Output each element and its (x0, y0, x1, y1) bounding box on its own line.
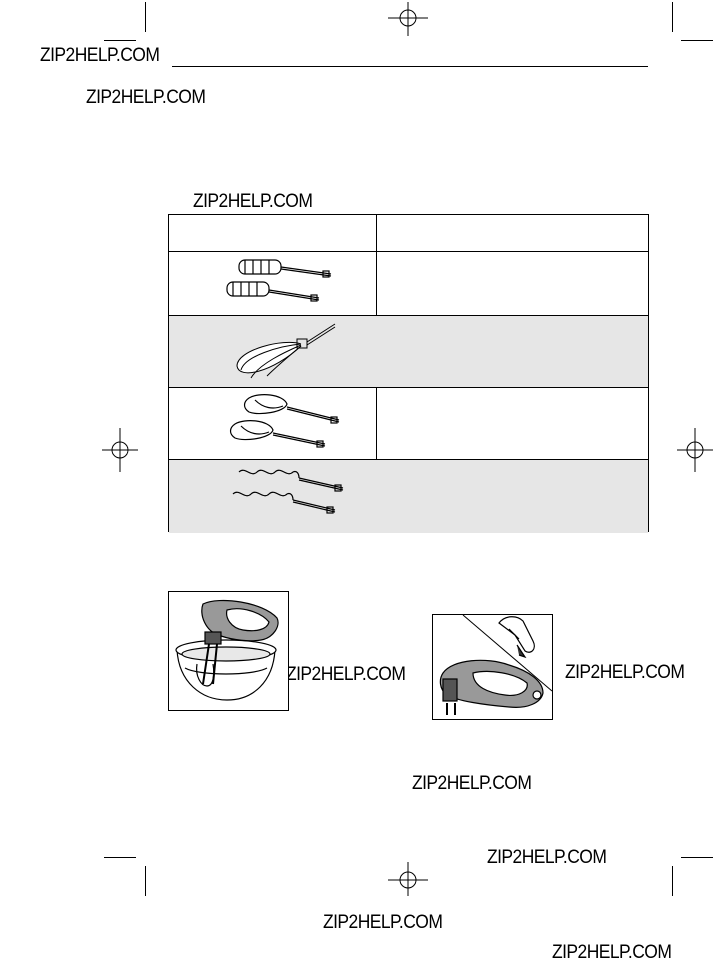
table-row (169, 387, 648, 459)
beaters-alt-icon (229, 394, 340, 448)
table-header-row (169, 215, 648, 251)
eject-beaters-drawing (439, 615, 552, 715)
attachments-table (168, 214, 649, 533)
crop-mark-top-right-h (681, 40, 713, 41)
eject-beaters-illustration (432, 614, 553, 720)
registration-mark-right (677, 428, 713, 472)
dough-hooks-icon (232, 469, 344, 514)
watermark: ZIP2HELP.COM (487, 847, 607, 868)
watermark: ZIP2HELP.COM (565, 662, 685, 683)
watermark: ZIP2HELP.COM (323, 912, 443, 933)
crop-mark-bottom-right-v (672, 866, 673, 896)
registration-mark-bottom (388, 862, 428, 896)
crop-mark-bottom-left-v (145, 866, 146, 896)
watermark: ZIP2HELP.COM (286, 664, 406, 685)
table-row (169, 251, 648, 315)
whisk-icon (236, 323, 336, 379)
crop-mark-top-right-v (672, 2, 673, 32)
registration-mark-left (102, 428, 138, 472)
mixer-bowl-drawing (175, 599, 279, 701)
mixer-over-bowl-illustration (168, 591, 289, 711)
registration-mark-top (388, 2, 428, 36)
beaters-icon (226, 259, 332, 302)
table-row (169, 459, 648, 533)
header-rule (172, 66, 648, 67)
watermark: ZIP2HELP.COM (412, 773, 532, 794)
crop-mark-bottom-left-h (104, 857, 136, 858)
watermark: ZIP2HELP.COM (40, 45, 160, 66)
watermark: ZIP2HELP.COM (552, 942, 672, 963)
crop-mark-bottom-right-h (681, 857, 713, 858)
table-row (169, 315, 648, 387)
watermark: ZIP2HELP.COM (86, 87, 206, 108)
crop-mark-top-left-v (145, 2, 146, 32)
crop-mark-top-left-h (104, 40, 136, 41)
watermark: ZIP2HELP.COM (193, 191, 313, 212)
